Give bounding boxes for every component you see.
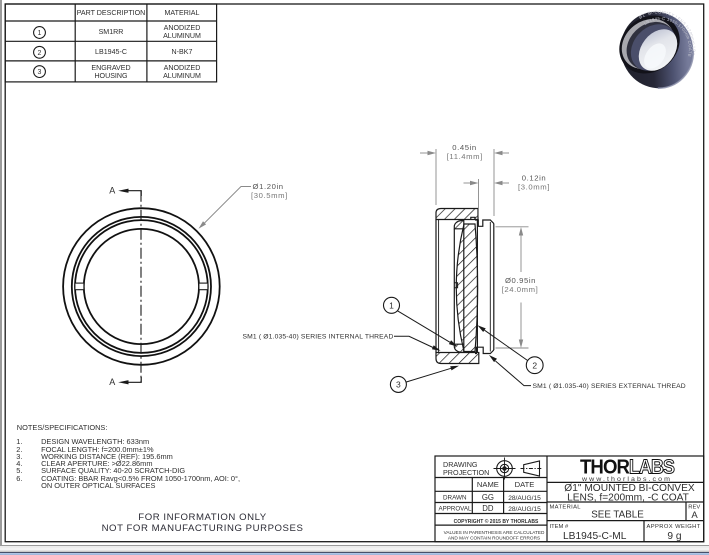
svg-text:3: 3 [396, 380, 401, 390]
svg-text:3: 3 [38, 69, 42, 76]
svg-text:REV: REV [688, 505, 700, 511]
svg-text:LABS: LABS [629, 457, 675, 479]
svg-text:1: 1 [389, 300, 394, 310]
svg-text:28/AUG/15: 28/AUG/15 [508, 506, 541, 513]
svg-text:[3.0mm]: [3.0mm] [518, 182, 550, 191]
svg-text:28/AUG/15: 28/AUG/15 [508, 495, 541, 502]
svg-text:www.thorlabs.com: www.thorlabs.com [581, 476, 672, 483]
svg-text:[11.4mm]: [11.4mm] [447, 152, 483, 161]
svg-text:DD: DD [482, 504, 494, 513]
svg-text:ITEM #: ITEM # [550, 524, 569, 530]
svg-text:MATERIAL: MATERIAL [550, 505, 582, 511]
svg-text:1: 1 [38, 30, 42, 37]
svg-text:DRAWN: DRAWN [443, 495, 467, 502]
svg-text:AND MAY CONTAIN ROUNDOFF ERROR: AND MAY CONTAIN ROUNDOFF ERRORS [448, 536, 540, 541]
svg-text:NAME: NAME [477, 480, 499, 489]
svg-text:VALUES IN PARENTHESIS ARE CALC: VALUES IN PARENTHESIS ARE CALCULATED [444, 530, 545, 535]
svg-text:LENS, f=200mm, -C COAT: LENS, f=200mm, -C COAT [567, 492, 689, 503]
svg-text:DATE: DATE [515, 480, 535, 489]
svg-text:GG: GG [482, 493, 494, 502]
svg-text:COPYRIGHT © 2015 BY THORLABS: COPYRIGHT © 2015 BY THORLABS [454, 518, 539, 525]
svg-text:Ø0.95in: Ø0.95in [505, 276, 536, 285]
svg-text:0.12in: 0.12in [522, 174, 547, 183]
svg-text:2: 2 [532, 360, 537, 370]
svg-text:SM1 ( Ø1.035-40) SERIES EXTERN: SM1 ( Ø1.035-40) SERIES EXTERNAL THREAD [533, 383, 686, 390]
svg-text:9 g: 9 g [667, 531, 681, 542]
svg-text:Ø1" MOUNTED BI-CONVEX: Ø1" MOUNTED BI-CONVEX [564, 483, 695, 494]
svg-text:LB1945-C-ML: LB1945-C-ML [563, 531, 627, 542]
svg-text:SEE TABLE: SEE TABLE [591, 509, 644, 520]
svg-text:Ø1.20in: Ø1.20in [253, 182, 284, 191]
svg-text:2: 2 [38, 50, 42, 57]
svg-text:0.45in: 0.45in [452, 143, 477, 152]
svg-text:[24.0mm]: [24.0mm] [502, 285, 539, 294]
svg-text:A: A [109, 186, 115, 196]
svg-text:SM1 ( Ø1.035-40) SERIES INTERN: SM1 ( Ø1.035-40) SERIES INTERNAL THREAD [242, 334, 393, 341]
svg-text:A: A [691, 510, 698, 521]
svg-text:[30.5mm]: [30.5mm] [251, 191, 288, 200]
svg-text:DRAWING: DRAWING [443, 460, 478, 469]
svg-text:A: A [109, 377, 115, 387]
svg-text:PROJECTION: PROJECTION [443, 468, 489, 477]
svg-text:THOR: THOR [580, 457, 630, 479]
svg-text:APPROVAL: APPROVAL [439, 506, 472, 513]
svg-text:APPROX WEIGHT: APPROX WEIGHT [647, 524, 701, 530]
